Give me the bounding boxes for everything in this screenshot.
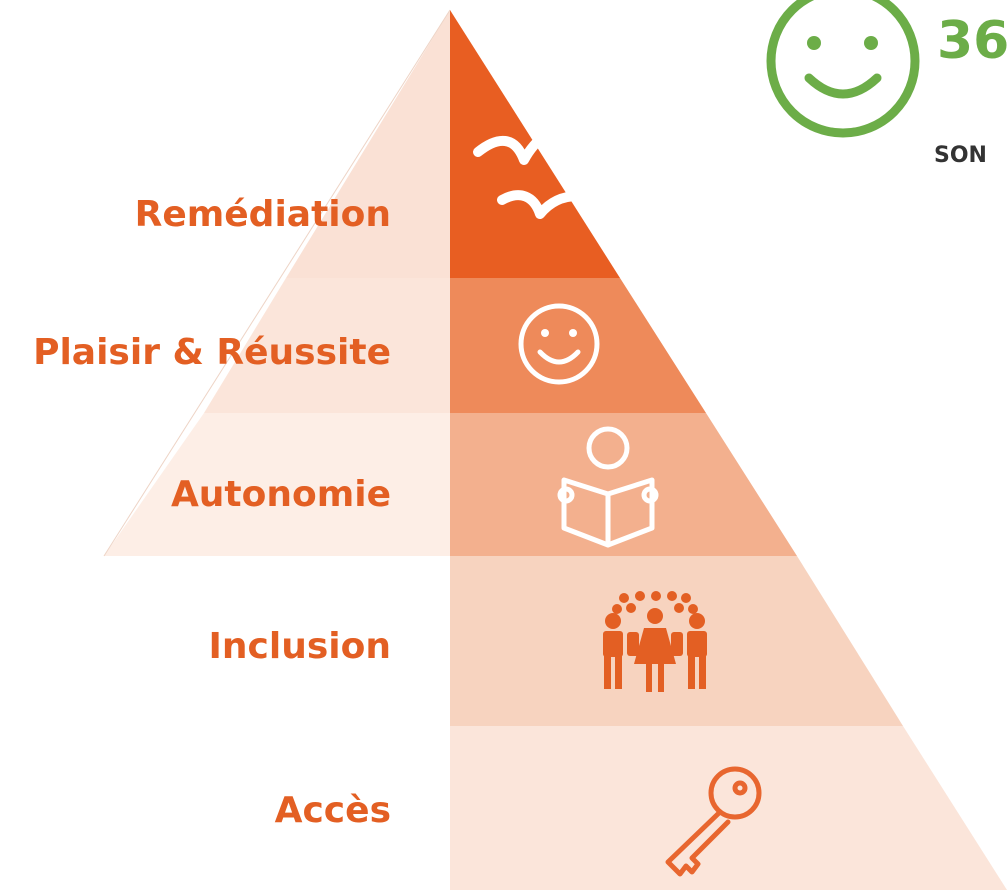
pyramid-right-band-3 (450, 413, 797, 556)
reader-icon (557, 426, 659, 548)
label-plaisir-reussite: Plaisir & Réussite (33, 332, 391, 373)
label-remediation: Remédiation (135, 194, 391, 235)
label-inclusion: Inclusion (209, 626, 391, 667)
pyramid-right-band-2 (450, 278, 706, 413)
smiley-icon (518, 303, 600, 385)
pyramid-left-band-3 (104, 413, 450, 556)
pyramid-right-band-5 (450, 726, 1007, 890)
pyramid-left-band-2 (204, 278, 450, 413)
label-autonomie: Autonomie (171, 474, 391, 515)
smiley-icon (766, 0, 920, 138)
label-acces: Accès (275, 790, 391, 831)
stat-caption: SON (934, 143, 987, 168)
group-icon (603, 591, 707, 692)
bird-icon (473, 119, 583, 219)
pyramid-left-edge (103, 9, 451, 557)
key-icon (665, 766, 762, 877)
stat-value: 36 (937, 11, 1007, 71)
pyramid-left-band-1 (286, 10, 450, 278)
